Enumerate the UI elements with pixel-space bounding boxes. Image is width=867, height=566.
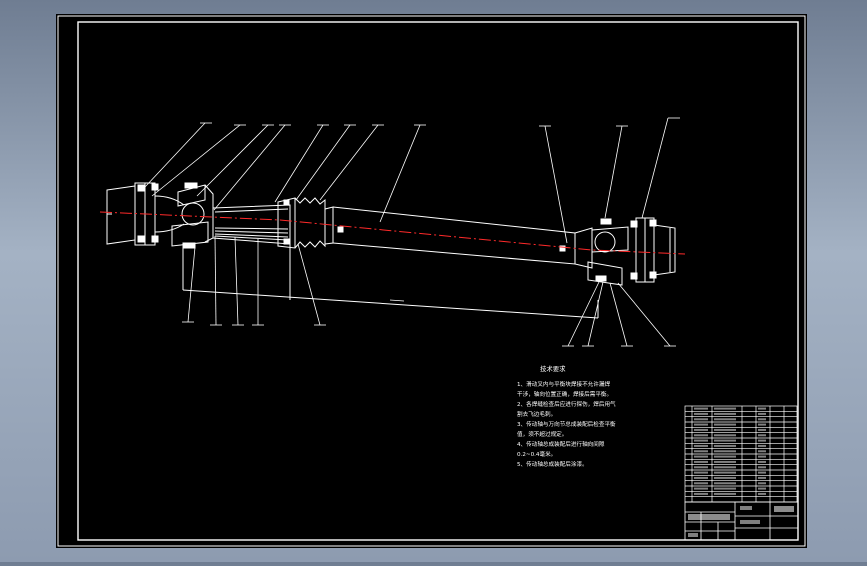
bom-cell-text	[758, 423, 766, 426]
drive-shaft-assembly	[106, 182, 676, 319]
tech-req-line: 干涉，轴向位置正确，焊接后需平衡。	[517, 390, 612, 398]
right-flange-yoke	[630, 217, 676, 283]
right-cross-joint	[574, 218, 629, 286]
tech-req-line: 值，须不超过规定。	[517, 430, 567, 438]
left-flange-yoke	[106, 182, 185, 246]
tech-req-line: 1、滑动叉内与平衡块焊接不允许漏焊	[517, 380, 610, 388]
part-callouts	[144, 117, 680, 347]
bom-cell-text	[758, 407, 766, 410]
bom-cell-text	[758, 428, 766, 431]
bom-cell-text	[694, 476, 708, 479]
bom-cell-text	[694, 492, 708, 495]
bom-cell-text	[714, 423, 736, 426]
bom-cell-text	[714, 482, 736, 485]
bom-cell-text	[714, 412, 736, 415]
bom-cell-text	[758, 439, 766, 442]
bom-cell-text	[714, 487, 736, 490]
sheet-outer-border	[57, 15, 806, 547]
bom-cell-text	[694, 466, 708, 469]
bom-cell-text	[694, 434, 708, 437]
bom-cell-text	[714, 466, 736, 469]
bom-cell-text	[758, 412, 766, 415]
title-block	[684, 501, 799, 541]
dust-boot	[277, 197, 326, 300]
tech-req-line: 3、传动轴与万向节总成装配后检查平衡	[517, 420, 616, 428]
tech-req-line: 2、各焊缝检查后应进行探伤，焊后用气	[517, 400, 616, 408]
bom-cell-text	[758, 482, 766, 485]
bom-cell-text	[694, 412, 708, 415]
left-cross-joint	[171, 182, 214, 290]
dimension-tick	[389, 299, 405, 302]
bom-cell-text	[758, 492, 766, 495]
technical-requirements: 技术要求 1、滑动叉内与平衡块焊接不允许漏焊 干涉，轴向位置正确，焊接后需平衡。…	[517, 364, 616, 468]
bom-cell-text	[694, 455, 708, 458]
bom-cell-text	[714, 439, 736, 442]
tech-req-line: 割去飞边毛刺。	[517, 410, 556, 418]
bom-cell-text	[758, 434, 766, 437]
bom-cell-text	[714, 444, 736, 447]
bom-cell-text	[694, 428, 708, 431]
bom-cell-text	[758, 471, 766, 474]
bom-cell-text	[694, 407, 708, 410]
bom-cell-text	[694, 444, 708, 447]
drawing-sheet	[56, 14, 807, 548]
tech-req-line: 5、传动轴总成装配后涂漆。	[517, 460, 588, 468]
bom-cell-text	[694, 450, 708, 453]
bom-cell-text	[758, 418, 766, 421]
bom-cell-text	[694, 471, 708, 474]
bom-cell-text	[694, 418, 708, 421]
shaft-centerline	[99, 211, 686, 255]
bom-cell-text	[758, 450, 766, 453]
bom-cell-text	[714, 450, 736, 453]
parts-list-table	[684, 405, 798, 503]
tech-req-title: 技术要求	[540, 364, 566, 373]
bom-cell-text	[694, 423, 708, 426]
bom-cell-text	[714, 460, 736, 463]
bom-cell-text	[694, 487, 708, 490]
bom-cell-text	[714, 428, 736, 431]
bom-cell-text	[714, 492, 736, 495]
bom-cell-text	[714, 418, 736, 421]
bom-cell-text	[714, 434, 736, 437]
bom-cell-text	[758, 487, 766, 490]
bom-cell-text	[758, 444, 766, 447]
bom-cell-text	[694, 439, 708, 442]
bom-cell-text	[758, 476, 766, 479]
bom-cell-text	[714, 407, 736, 410]
tech-req-line: 4、传动轴总成装配后进行轴向间隙	[517, 440, 605, 448]
bom-cell-text	[758, 455, 766, 458]
bom-cell-text	[714, 455, 736, 458]
bom-cell-text	[758, 460, 766, 463]
bom-cell-text	[694, 482, 708, 485]
tech-req-line: 0.2~0.4毫米。	[517, 450, 556, 458]
bom-cell-text	[758, 466, 766, 469]
bom-cell-text	[694, 460, 708, 463]
sheet-inner-frame	[77, 21, 799, 541]
bom-cell-text	[714, 471, 736, 474]
bom-cell-text	[714, 476, 736, 479]
